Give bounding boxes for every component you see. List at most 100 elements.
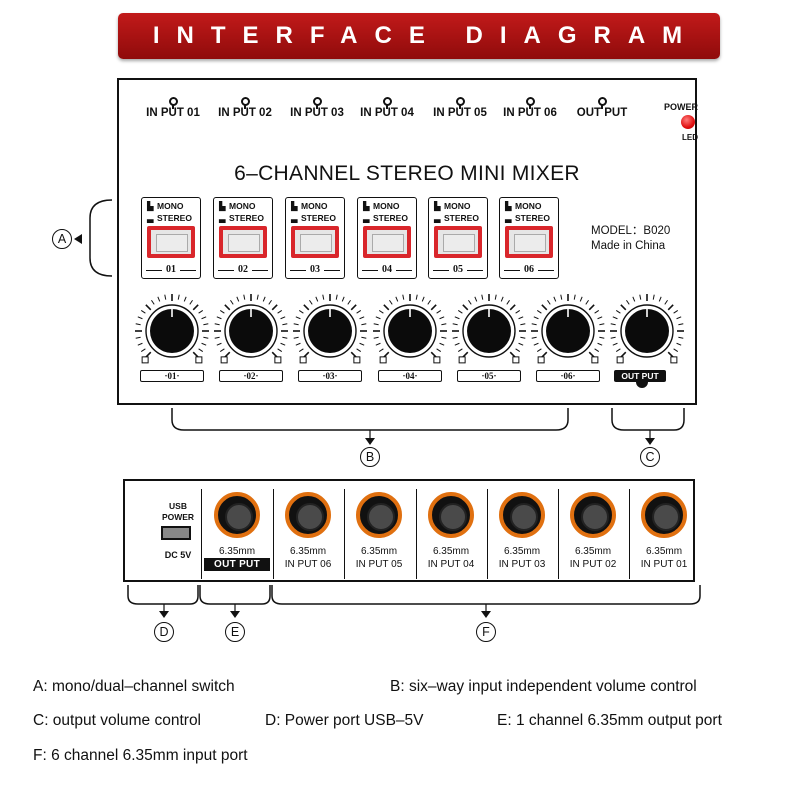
callout-c: C bbox=[640, 447, 660, 467]
jack-hole-icon bbox=[597, 97, 607, 109]
knob-label-03: ·03· bbox=[298, 370, 362, 382]
usb-dc-label: DC 5V bbox=[164, 550, 192, 560]
switch-number: 02 bbox=[214, 264, 272, 275]
stereo-icon: ▃ bbox=[147, 213, 154, 223]
rear-jack-input-04[interactable] bbox=[428, 492, 474, 538]
mono-icon: ▙ bbox=[363, 201, 370, 211]
switch-number: 03 bbox=[286, 264, 344, 275]
jack-hole-icon bbox=[312, 97, 322, 109]
jack-hole-icon bbox=[455, 97, 465, 109]
header-banner: INTERFACE DIAGRAM bbox=[118, 13, 720, 59]
switch-number: 04 bbox=[358, 264, 416, 275]
header-title: INTERFACE DIAGRAM bbox=[152, 22, 700, 49]
channel-switch-05[interactable]: ▙MONO ▃STEREO 05 bbox=[428, 197, 488, 279]
power-led-icon bbox=[681, 115, 695, 129]
knob-icon bbox=[135, 294, 209, 364]
rear-jack-output[interactable] bbox=[214, 492, 260, 538]
switch-number: 05 bbox=[429, 264, 487, 275]
knob-label-02: ·02· bbox=[219, 370, 283, 382]
legend-e: E: 1 channel 6.35mm output port bbox=[497, 712, 722, 729]
mono-icon: ▙ bbox=[219, 201, 226, 211]
jack-hole-icon bbox=[525, 97, 535, 109]
channel-switch-04[interactable]: ▙MONO ▃STEREO 04 bbox=[357, 197, 417, 279]
knob-label-04: ·04· bbox=[378, 370, 442, 382]
output-volume-knob[interactable] bbox=[605, 290, 689, 374]
volume-knob-05[interactable] bbox=[447, 290, 531, 374]
legend-d: D: Power port USB–5V bbox=[265, 712, 424, 729]
legend-a: A: mono/dual–channel switch bbox=[33, 678, 235, 695]
rear-jack-input-01[interactable] bbox=[641, 492, 687, 538]
bracket-e bbox=[199, 585, 271, 605]
volume-knob-03[interactable] bbox=[288, 290, 372, 374]
mono-icon: ▙ bbox=[505, 201, 512, 211]
made-in-label: Made in China bbox=[591, 240, 666, 252]
knob-icon bbox=[452, 294, 526, 364]
callout-d: D bbox=[154, 622, 174, 642]
channel-switch-06[interactable]: ▙MONO ▃STEREO 06 bbox=[499, 197, 559, 279]
callout-e: E bbox=[225, 622, 245, 642]
front-jack-input-05: IN PUT 05 bbox=[424, 97, 496, 119]
channel-switch-01[interactable]: ▙MONO ▃STEREO 01 bbox=[141, 197, 201, 279]
jack-hole-icon bbox=[240, 97, 250, 109]
switch-number: 01 bbox=[142, 264, 200, 275]
arrow-a-icon bbox=[74, 234, 82, 244]
mono-icon: ▙ bbox=[291, 201, 298, 211]
jack-hole-icon bbox=[168, 97, 178, 109]
arrow-e-icon bbox=[230, 611, 240, 618]
front-jack-output: OUT PUT bbox=[566, 97, 638, 119]
output-knob-label: OUT PUT bbox=[614, 370, 666, 382]
callout-a: A bbox=[52, 229, 72, 249]
mono-icon: ▙ bbox=[147, 201, 154, 211]
output-knob-foot bbox=[636, 380, 648, 388]
rear-jack-input-02[interactable] bbox=[570, 492, 616, 538]
switch-button[interactable] bbox=[505, 226, 553, 258]
volume-knob-06[interactable] bbox=[526, 290, 610, 374]
mixer-title: 6–CHANNEL STEREO MINI MIXER bbox=[234, 162, 580, 185]
callout-f: F bbox=[476, 622, 496, 642]
stereo-icon: ▃ bbox=[219, 213, 226, 223]
switch-button[interactable] bbox=[147, 226, 195, 258]
switch-button[interactable] bbox=[291, 226, 339, 258]
arrow-f-icon bbox=[481, 611, 491, 618]
rear-jack-input-03[interactable] bbox=[499, 492, 545, 538]
legend-f: F: 6 channel 6.35mm input port bbox=[33, 747, 248, 764]
switch-number: 06 bbox=[500, 264, 558, 275]
rear-jack-input-05[interactable] bbox=[356, 492, 402, 538]
bracket-d bbox=[127, 585, 199, 605]
front-jack-input-04: IN PUT 04 bbox=[351, 97, 423, 119]
switch-button[interactable] bbox=[219, 226, 267, 258]
channel-switch-03[interactable]: ▙MONO ▃STEREO 03 bbox=[285, 197, 345, 279]
knob-icon bbox=[293, 294, 367, 364]
knob-label-06: ·06· bbox=[536, 370, 600, 382]
front-jack-input-06: IN PUT 06 bbox=[494, 97, 566, 119]
rear-jack-input-06[interactable] bbox=[285, 492, 331, 538]
jack-hole-icon bbox=[382, 97, 392, 109]
volume-knob-02[interactable] bbox=[209, 290, 293, 374]
front-jack-input-02: IN PUT 02 bbox=[209, 97, 281, 119]
arrow-b-icon bbox=[365, 438, 375, 445]
switch-button[interactable] bbox=[434, 226, 482, 258]
led-label: LED bbox=[682, 133, 698, 142]
switch-button[interactable] bbox=[363, 226, 411, 258]
usb-port-icon[interactable] bbox=[161, 526, 191, 540]
knob-label-05: ·05· bbox=[457, 370, 521, 382]
bracket-b bbox=[171, 408, 569, 431]
power-label: POWER bbox=[664, 102, 699, 112]
bracket-a bbox=[89, 199, 113, 277]
stereo-icon: ▃ bbox=[434, 213, 441, 223]
bracket-f bbox=[271, 585, 701, 605]
front-jack-input-01: IN PUT 01 bbox=[137, 97, 209, 119]
knob-icon bbox=[214, 294, 288, 364]
volume-knob-01[interactable] bbox=[130, 290, 214, 374]
channel-switch-02[interactable]: ▙MONO ▃STEREO 02 bbox=[213, 197, 273, 279]
volume-knob-04[interactable] bbox=[368, 290, 452, 374]
knob-icon bbox=[531, 294, 605, 364]
